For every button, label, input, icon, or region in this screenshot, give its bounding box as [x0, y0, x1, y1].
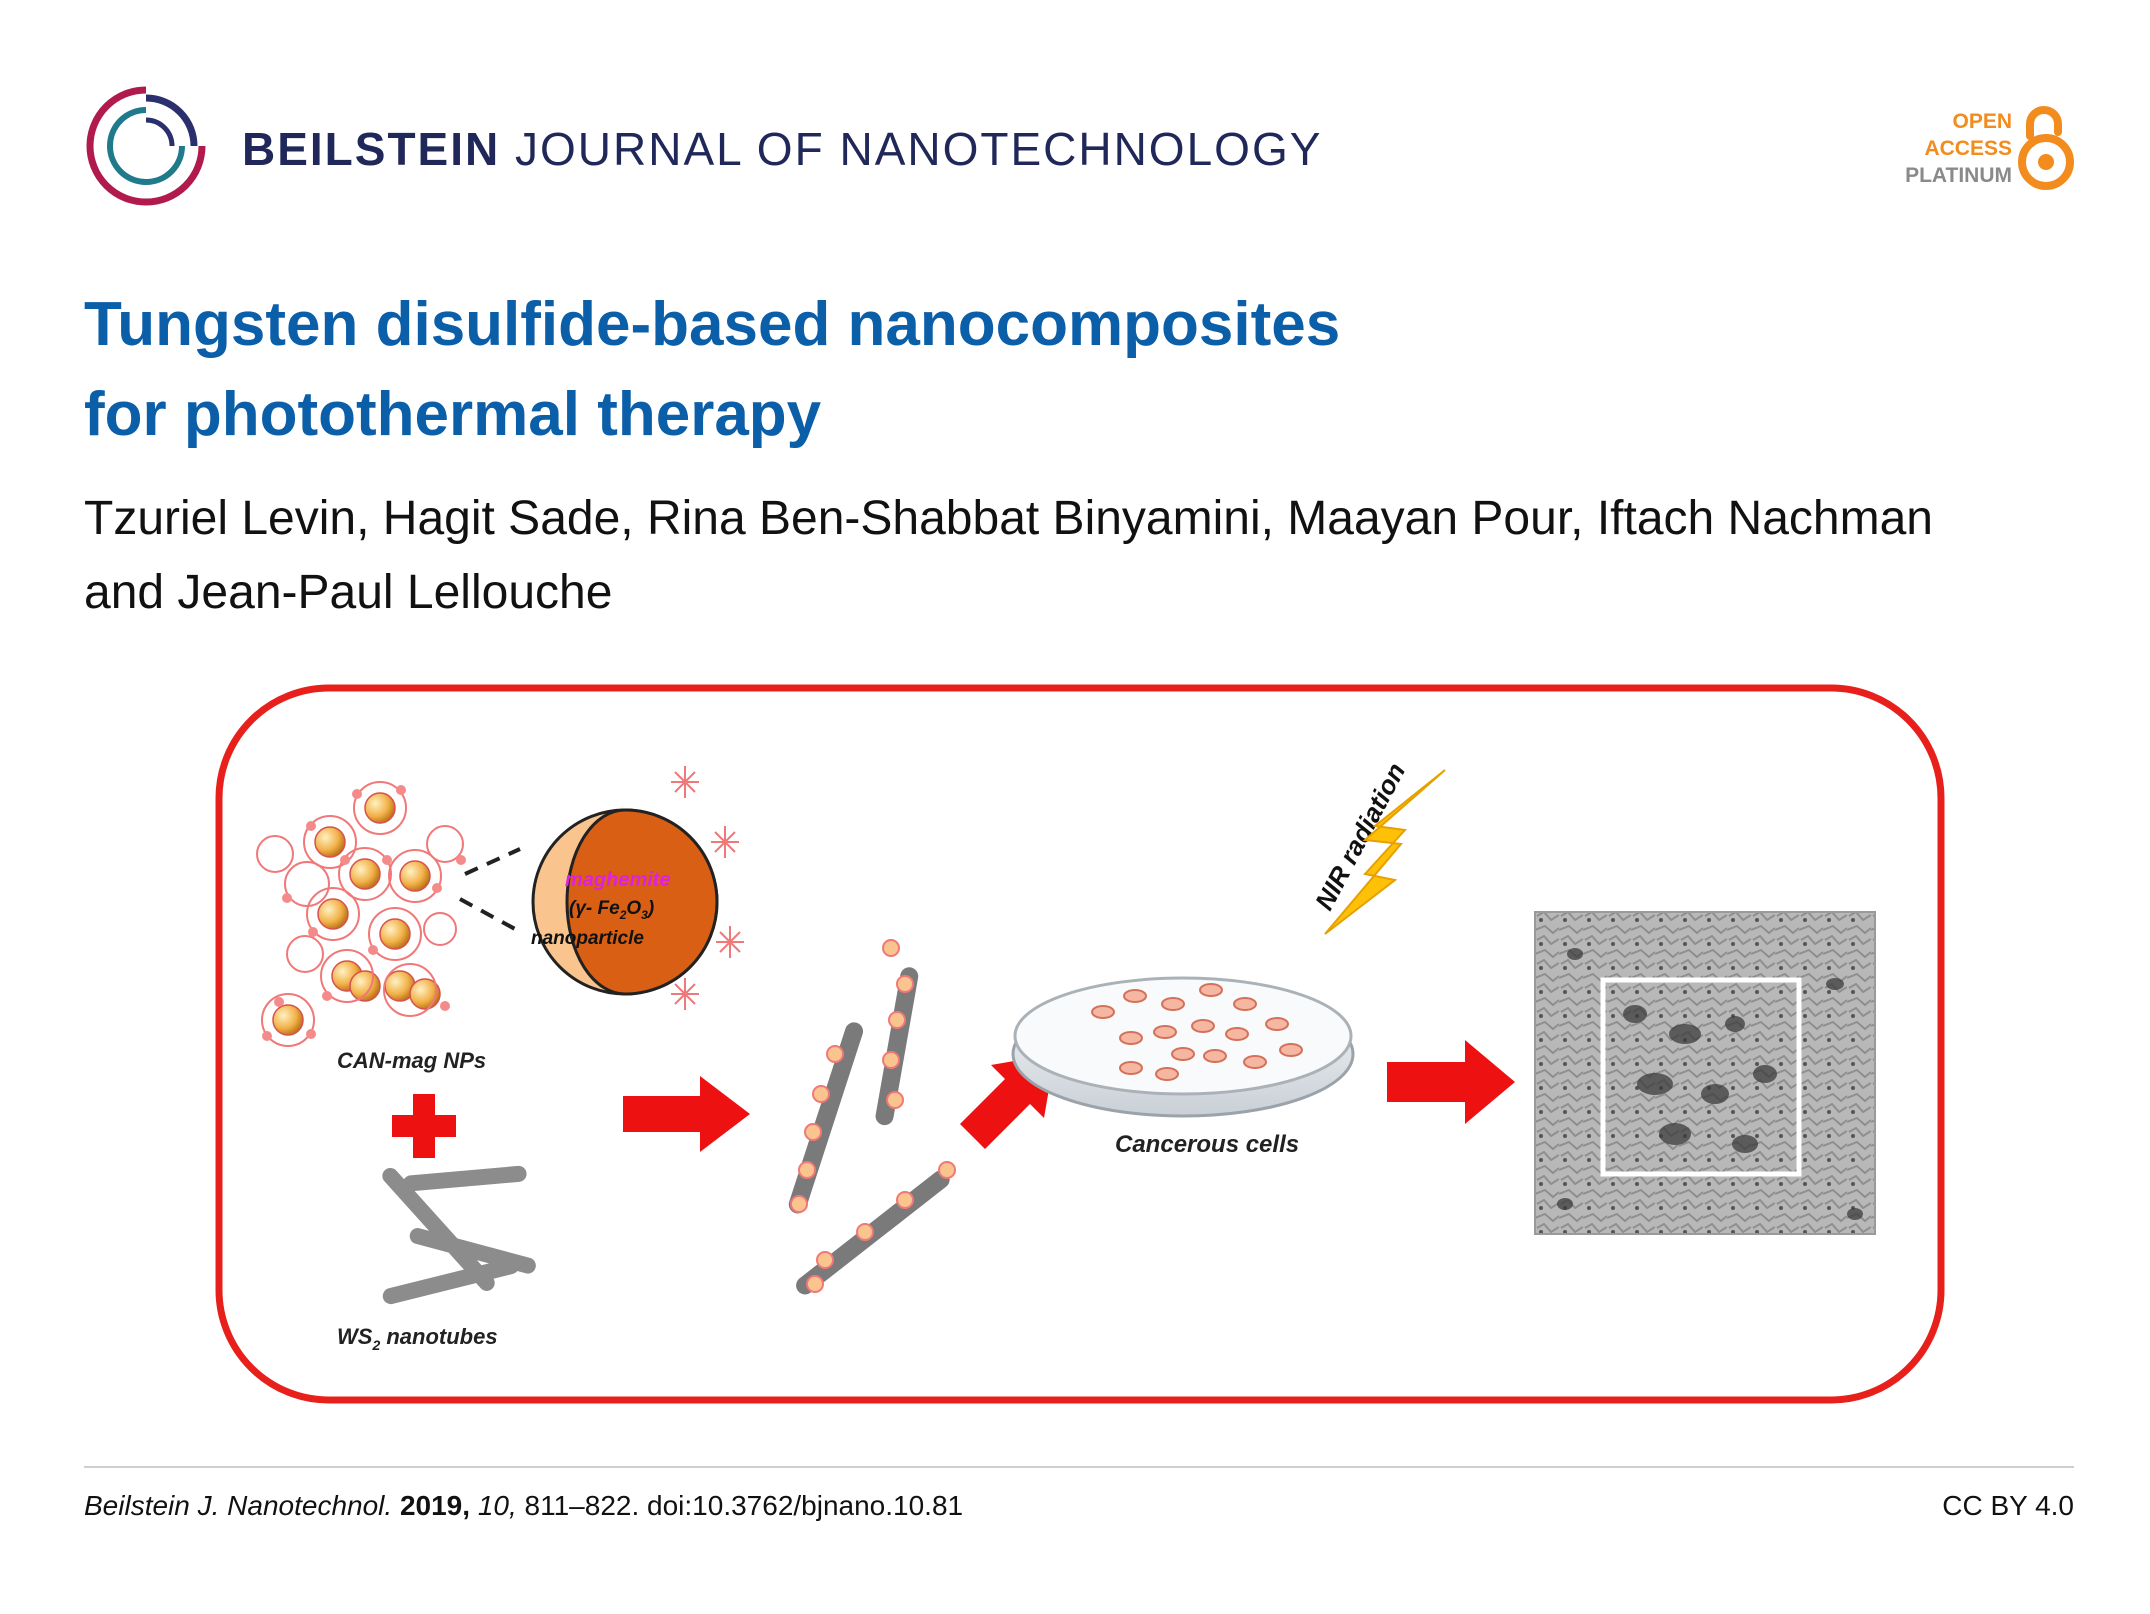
nanoparticle [318, 899, 348, 929]
oa-line-open: OPEN [1905, 108, 2012, 135]
cancerous-cells-label: Cancerous cells [1115, 1131, 1299, 1158]
nanoparticle [365, 793, 395, 823]
nanoparticle [380, 919, 410, 949]
citation-year: 2019, [400, 1490, 470, 1521]
nanoparticle-label: nanoparticle [531, 928, 644, 949]
title-line-2: for photothermal therapy [84, 370, 1984, 460]
open-access-text: OPEN ACCESS PLATINUM [1905, 108, 2012, 189]
authors-line-1: Tzuriel Levin, Hagit Sade, Rina Ben-Shab… [84, 482, 2064, 556]
citation-volume: 10, [478, 1490, 517, 1521]
citation-pages-doi: 811–822. doi:10.3762/bjnano.10.81 [525, 1490, 964, 1521]
can-mag-label: CAN-mag NPs [337, 1048, 486, 1073]
ws2-sub: 2 [371, 1337, 380, 1353]
open-lock-icon [2018, 102, 2074, 192]
journal-subtitle: JOURNAL OF NANOTECHNOLOGY [515, 123, 1322, 175]
petri-dish [1013, 978, 1353, 1116]
nanoparticle [273, 1005, 303, 1035]
author-list: Tzuriel Levin, Hagit Sade, Rina Ben-Shab… [84, 482, 2064, 630]
title-line-1: Tungsten disulfide-based nanocomposites [84, 280, 1984, 370]
oa-line-platinum: PLATINUM [1905, 162, 2012, 189]
journal-abbrev: Beilstein J. Nanotechnol. [84, 1490, 392, 1521]
open-access-badge: OPEN ACCESS PLATINUM [1874, 102, 2074, 202]
nanoparticle [400, 861, 430, 891]
citation: Beilstein J. Nanotechnol. 2019, 10, 811–… [84, 1490, 963, 1522]
ws2-rest: nanotubes [380, 1324, 497, 1349]
license: CC BY 4.0 [1942, 1490, 2074, 1522]
journal-header: BEILSTEIN JOURNAL OF NANOTECHNOLOGY OPEN… [84, 84, 2074, 214]
nanoparticle [350, 859, 380, 889]
microscopy-image [1535, 912, 1875, 1234]
ws2-label: WS2 nanotubes [337, 1324, 498, 1353]
article-title: Tungsten disulfide-based nanocomposites … [84, 280, 1984, 460]
formula-o: O [626, 898, 641, 919]
ws2-ws: WS [337, 1324, 373, 1349]
journal-logo-icon [84, 84, 208, 208]
authors-line-2: and Jean-Paul Lellouche [84, 556, 2064, 630]
graphical-abstract: maghemite (γ- Fe2O3) nanoparticle CAN-ma… [215, 684, 1945, 1404]
footer-divider [84, 1466, 2074, 1468]
formula-close: ) [646, 898, 654, 919]
graphical-abstract-svg: maghemite (γ- Fe2O3) nanoparticle CAN-ma… [215, 684, 1945, 1404]
nanoparticle [315, 827, 345, 857]
maghemite-label: maghemite [565, 869, 671, 891]
journal-name: BEILSTEIN JOURNAL OF NANOTECHNOLOGY [242, 122, 1322, 176]
formula-gamma-fe: γ- Fe [575, 898, 620, 919]
nanoparticle [350, 971, 380, 1001]
journal-brand: BEILSTEIN [242, 123, 500, 175]
oa-line-access: ACCESS [1905, 135, 2012, 162]
